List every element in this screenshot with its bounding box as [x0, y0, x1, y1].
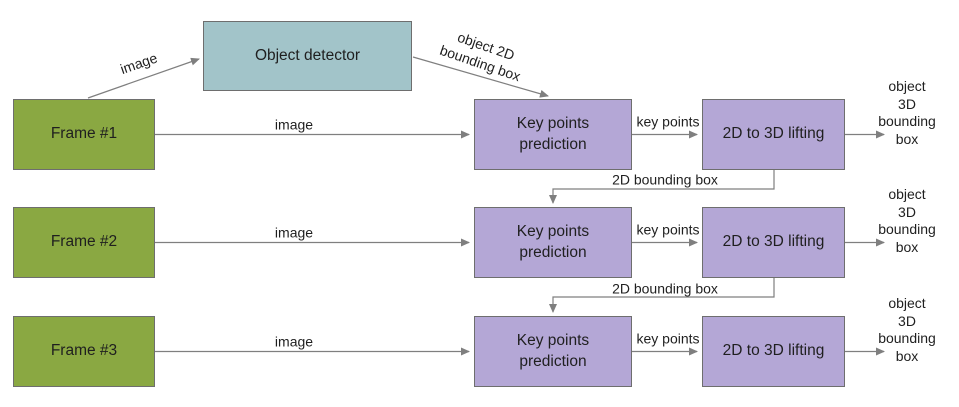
- arrow-lifting1-to-keypoints2: [549, 170, 775, 204]
- edge-label-keypoints-row3: key points: [636, 330, 700, 347]
- node-frame-1: Frame #1: [13, 99, 155, 170]
- edge-label-image-row2: image: [274, 224, 314, 241]
- edge-label-object-3d-bbox-row2: object 3D bounding box: [878, 186, 936, 255]
- edge-label-object-3d-bbox-row3: object 3D bounding box: [878, 295, 936, 364]
- edge-label-image-row3: image: [274, 333, 314, 350]
- arrow-detector-to-keypoints1: [412, 56, 549, 98]
- edge-label-2d-bbox-2: 2D bounding box: [612, 280, 718, 297]
- edge-label-object-3d-bbox-row1: object 3D bounding box: [878, 78, 936, 147]
- node-object-detector: Object detector: [203, 21, 412, 91]
- node-keypoints-row2: Key points prediction: [474, 207, 632, 278]
- arrow-lifting2-to-keypoints3: [549, 278, 775, 313]
- node-frame-2: Frame #2: [13, 207, 155, 278]
- node-lifting-row3: 2D to 3D lifting: [702, 316, 845, 387]
- arrow-frame1-to-detector: [87, 57, 200, 99]
- edge-label-2d-bbox-1: 2D bounding box: [612, 171, 718, 188]
- node-frame-3: Frame #3: [13, 316, 155, 387]
- node-keypoints-row3: Key points prediction: [474, 316, 632, 387]
- edge-label-keypoints-row2: key points: [636, 221, 700, 238]
- edge-label-keypoints-row1: key points: [636, 113, 700, 130]
- edge-label-image-row1: image: [274, 116, 314, 133]
- node-lifting-row2: 2D to 3D lifting: [702, 207, 845, 278]
- node-keypoints-row1: Key points prediction: [474, 99, 632, 170]
- node-lifting-row1: 2D to 3D lifting: [702, 99, 845, 170]
